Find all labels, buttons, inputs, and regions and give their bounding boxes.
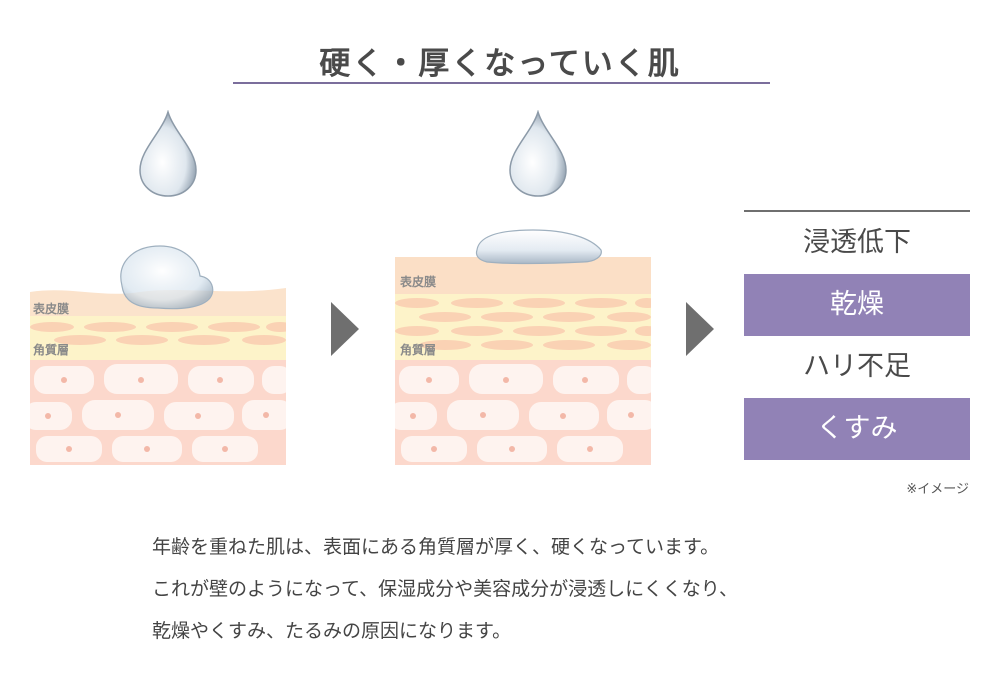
- stratum-cells: [30, 322, 286, 345]
- skin-diagram-2: [395, 110, 651, 465]
- result-dryness: 乾燥: [744, 274, 970, 336]
- arrow-right-icon: [331, 302, 359, 356]
- list-top-rule: [744, 210, 970, 212]
- result-dullness: くすみ: [744, 398, 970, 460]
- caption-line: これが壁のようになって、保湿成分や美容成分が浸透しにくくなり、: [152, 578, 738, 600]
- caption-line: 年齢を重ねた肌は、表面にある角質層が厚く、硬くなっています。: [152, 536, 720, 558]
- droplet-on-skin: [120, 245, 214, 310]
- label-stratum-corneum: 角質層: [400, 343, 437, 357]
- skin-diagram-1: [30, 110, 286, 465]
- skin-panel-after: 表皮膜 角質層: [395, 110, 651, 465]
- label-stratum-corneum: 角質層: [33, 343, 70, 357]
- image-note: ※イメージ: [906, 482, 969, 497]
- stratum-cells: [395, 298, 651, 350]
- droplet-on-skin: [475, 229, 602, 265]
- skin-panel-before: 表皮膜 角質層: [30, 110, 286, 465]
- caption-text: 年齢を重ねた肌は、表面にある角質層が厚く、硬くなっています。 これが壁のようにな…: [152, 526, 952, 652]
- page-title: 硬く・厚くなっていく肌: [319, 46, 681, 82]
- result-lack-of-firmness: ハリ不足: [803, 351, 911, 382]
- water-drop-icon: [139, 110, 197, 197]
- caption-line: 乾燥やくすみ、たるみの原因になります。: [152, 620, 512, 642]
- label-skin-film: 表皮膜: [400, 275, 437, 289]
- label-skin-film: 表皮膜: [33, 302, 70, 316]
- result-penetration-decrease: 浸透低下: [803, 227, 911, 258]
- water-drop-icon: [509, 110, 567, 197]
- title-underline: [233, 82, 770, 84]
- arrow-right-icon: [686, 302, 714, 356]
- result-list: 浸透低下 乾燥 ハリ不足 くすみ: [744, 210, 970, 460]
